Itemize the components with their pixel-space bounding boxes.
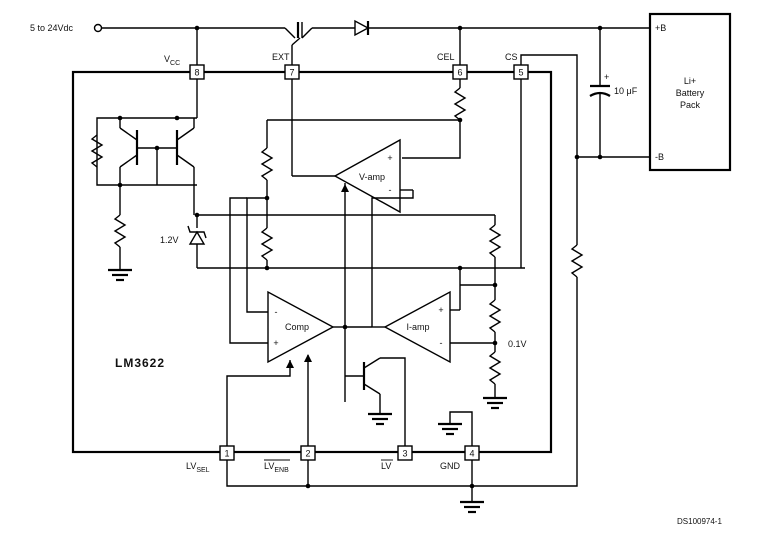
pin-lvsel-label: LVSEL bbox=[186, 461, 210, 474]
bias-resistor-2 bbox=[113, 214, 127, 248]
capacitor-symbol bbox=[589, 28, 611, 157]
comp-label: Comp bbox=[285, 322, 309, 332]
pin-6-number: 6 bbox=[457, 68, 462, 78]
supply-label: 5 to 24Vdc bbox=[30, 23, 74, 33]
pin-5-number: 5 bbox=[518, 68, 523, 78]
pin-4-number: 4 bbox=[469, 449, 474, 459]
pin-8-number: 8 bbox=[194, 68, 199, 78]
pin-vcc-label: VCC bbox=[164, 54, 180, 67]
battery-label-line2: Battery bbox=[676, 88, 705, 98]
pin-cel-label: CEL bbox=[437, 52, 455, 62]
pin-lvenb-label: LVENB bbox=[264, 459, 290, 474]
junction-dot bbox=[457, 265, 463, 271]
ground-symbol bbox=[368, 412, 392, 426]
sense-resistor-top bbox=[488, 224, 502, 258]
v-amp-symbol bbox=[333, 138, 401, 214]
pin-lv-label: LV bbox=[381, 459, 393, 471]
divider-resistor-bottom bbox=[260, 227, 274, 261]
battery-pack-box bbox=[648, 12, 732, 172]
pin-1-number: 1 bbox=[224, 449, 229, 459]
v-amp-label: V-amp bbox=[359, 172, 385, 182]
junction-dot bbox=[597, 154, 603, 160]
battery-label-line3: Pack bbox=[680, 100, 701, 110]
comp-symbol bbox=[267, 290, 335, 364]
ground-symbol bbox=[483, 396, 507, 410]
external-resistor bbox=[570, 244, 584, 278]
pin-2-number: 2 bbox=[305, 449, 310, 459]
comp-plus: + bbox=[273, 338, 278, 348]
sense-resistor-mid bbox=[488, 299, 502, 333]
divider-resistor-top bbox=[260, 147, 274, 181]
i-amp-symbol bbox=[383, 290, 451, 364]
pin-7-number: 7 bbox=[289, 68, 294, 78]
ground-symbol bbox=[438, 422, 462, 436]
sense-resistor-bottom bbox=[488, 351, 502, 385]
pin-3-number: 3 bbox=[402, 449, 407, 459]
supply-input-wire bbox=[93, 23, 285, 65]
pin-cs-label: CS bbox=[505, 52, 518, 62]
zener-voltage-label: 1.2V bbox=[160, 235, 179, 245]
chip-name: LM3622 bbox=[115, 356, 165, 370]
comp-minus: - bbox=[275, 307, 278, 317]
cel-resistor bbox=[453, 87, 467, 121]
pass-transistor-symbol bbox=[284, 22, 355, 65]
sense-voltage-label: 0.1V bbox=[508, 339, 527, 349]
i-amp-plus: + bbox=[438, 305, 443, 315]
junction-dot bbox=[194, 25, 200, 31]
battery-pos-label: +B bbox=[655, 23, 666, 33]
battery-label-line1: Li+ bbox=[684, 76, 696, 86]
lv-transistor-symbol bbox=[345, 357, 406, 446]
bias-resistor bbox=[90, 134, 104, 168]
svg-text:LVENB: LVENB bbox=[264, 461, 289, 474]
mirror-transistor-right bbox=[175, 118, 195, 215]
v-amp-minus: - bbox=[389, 185, 392, 195]
pin-gnd-label: GND bbox=[440, 461, 461, 471]
battery-neg-label: -B bbox=[655, 152, 664, 162]
ic-outline bbox=[71, 70, 553, 454]
zener-diode-symbol bbox=[187, 225, 207, 245]
ground-symbol bbox=[108, 268, 132, 282]
junction-dot bbox=[194, 212, 200, 218]
diode-symbol bbox=[354, 19, 650, 37]
document-id: DS100974-1 bbox=[677, 517, 722, 526]
i-amp-minus: - bbox=[440, 338, 443, 348]
capacitor-value-label: 10 μF bbox=[614, 86, 638, 96]
v-amp-plus: + bbox=[387, 153, 392, 163]
junction-dot bbox=[174, 115, 180, 121]
ground-symbol bbox=[460, 500, 484, 514]
capacitor-polarity: + bbox=[604, 72, 609, 82]
mirror-transistor-left bbox=[119, 118, 139, 185]
svg-text:LV: LV bbox=[381, 461, 391, 471]
i-amp-label: I-amp bbox=[406, 322, 429, 332]
pin-ext-label: EXT bbox=[272, 52, 290, 62]
